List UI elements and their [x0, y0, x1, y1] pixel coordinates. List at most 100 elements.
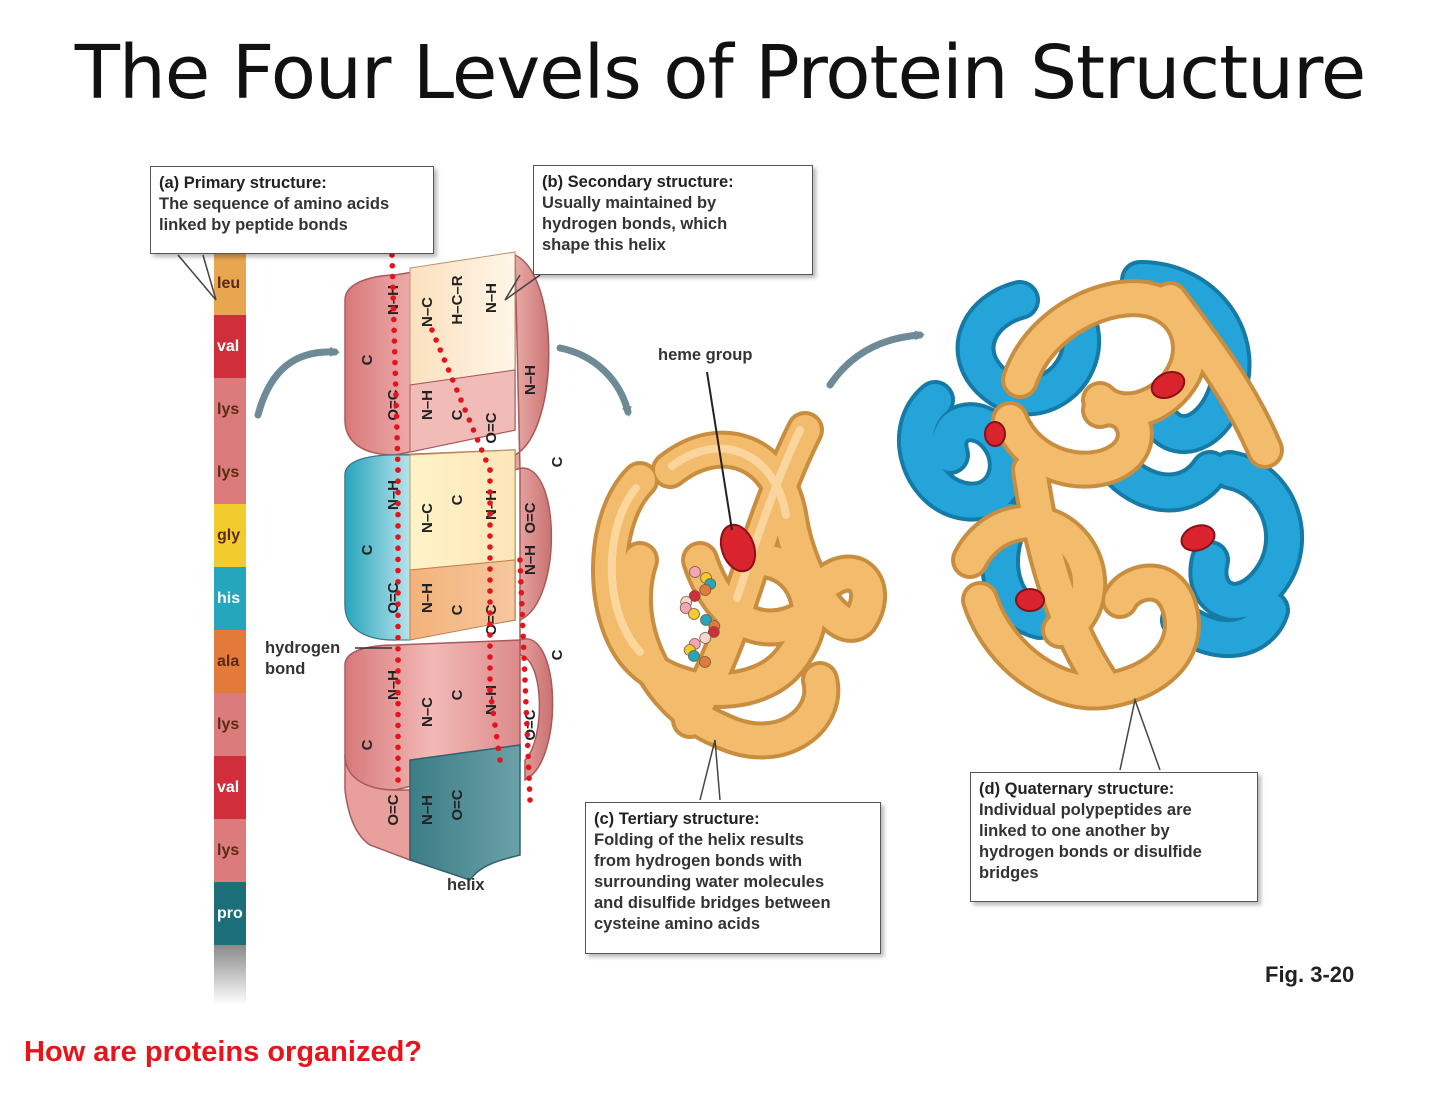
secondary-heading: (b) Secondary structure: [542, 173, 734, 191]
hydrogen-bond-dot [519, 611, 526, 618]
hydrogen-bond-dot [487, 500, 493, 506]
secondary-structure-callout: (b) Secondary structure: Usually maintai… [533, 165, 813, 275]
hydrogen-bond-dot [394, 445, 401, 452]
hydrogen-bond-label: hydrogen bond [265, 639, 341, 678]
helix-atom: C [549, 456, 566, 467]
hydrogen-bond-dot [395, 567, 401, 574]
helix-bead [688, 590, 701, 602]
hydrogen-bond-dot [433, 337, 439, 343]
amino-acid-label: pro [217, 905, 243, 922]
hydrogen-bond-dot [524, 731, 531, 738]
hydrogen-bond-dot [394, 424, 400, 430]
helix-bead [688, 608, 700, 620]
hydrogen-bond-dot [395, 733, 401, 740]
hydrogen-bond-dot [487, 478, 493, 484]
hydrogen-bond-dot [392, 370, 399, 377]
helix-atom: N–H [385, 670, 402, 700]
hydrogen-bond-dot [437, 347, 444, 353]
hydrogen-bond-dot [487, 632, 493, 638]
hydrogen-bond-dot [487, 555, 493, 561]
hydrogen-bond-dot [395, 489, 401, 496]
helix-bead [699, 656, 711, 668]
hydrogen-bond-dot [390, 305, 397, 312]
helix-atom: N–C [419, 697, 436, 727]
amino-acid-label: his [217, 590, 240, 607]
amino-acid-val [214, 315, 246, 378]
helix-atom: C [449, 604, 466, 615]
hydrogen-bond-dot [449, 377, 456, 383]
hydrogen-bond-dot [390, 284, 396, 291]
helix-bead [699, 632, 712, 644]
hydrogen-bond-dot [487, 544, 493, 550]
helix-atom: C [449, 494, 466, 505]
hydrogen-bond-dot [522, 688, 529, 694]
figure-label: Fig. 3-20 [1265, 962, 1355, 987]
helix-atom: N–H [483, 283, 500, 313]
heme-group-quaternary-3 [1180, 524, 1216, 552]
tertiary-protein [591, 411, 887, 760]
hydrogen-bond-dot [487, 577, 493, 583]
hydrogen-bond-dot [525, 764, 532, 771]
helix-bead [699, 584, 712, 596]
arrow-secondary-to-tertiary [556, 344, 632, 417]
hydrogen-bond-dot [395, 755, 401, 761]
heme-group-quaternary-4 [1015, 588, 1045, 612]
amino-acid-label: gly [217, 527, 240, 544]
hydrogen-bond-dot [487, 467, 493, 473]
hydrogen-bond-dot [391, 327, 397, 334]
helix-atom: O=C [385, 582, 402, 613]
helix-atom: N–H [419, 583, 436, 613]
hydrogen-bond-dot [525, 753, 531, 760]
hydrogen-bond-dot [395, 511, 401, 518]
hydrogen-bond-dot [524, 742, 531, 749]
hydrogen-bond-dot [395, 777, 401, 783]
hydrogen-bond-dot [526, 775, 532, 781]
helix-atom: O=C [522, 502, 539, 533]
quaternary-callout-pointer [1119, 697, 1161, 771]
tertiary-callout-pointer [699, 739, 721, 801]
hydrogen-bond-dot [523, 699, 529, 705]
hydrogen-bond-dot [395, 500, 401, 507]
helix-atom: C [449, 689, 466, 700]
hydrogen-bond-dot [520, 644, 527, 651]
helix-atom: O=C [483, 604, 500, 635]
helix-atom: C [549, 649, 566, 660]
hydrogen-bond-dot [395, 722, 401, 729]
hydrogen-bond-dot [454, 387, 460, 393]
amino-acid-leu [214, 252, 246, 315]
hydrogen-bond-dot [519, 622, 526, 629]
tertiary-body: Folding of the helix results from hydrog… [594, 831, 831, 933]
hydrogen-bond-dots [389, 252, 533, 803]
embedded-helix-beads [679, 566, 721, 668]
amino-acid-ala [214, 630, 246, 693]
hydrogen-bond-dot [395, 646, 401, 652]
hydrogen-bond-dot [395, 700, 401, 707]
hydrogen-bond-dot [395, 578, 401, 585]
hydrogen-bond-dot [478, 447, 485, 453]
hydrogen-bond-dot [395, 590, 401, 596]
arrow-tertiary-to-quaternary [826, 330, 925, 389]
heme-group-tertiary [719, 523, 757, 573]
amino-acid-label: ala [217, 653, 239, 670]
hydrogen-bond-dot [395, 657, 401, 663]
hydrogen-bond-dot [523, 709, 530, 716]
alpha-helix [344, 251, 554, 881]
hydrogen-bond-dot [395, 744, 401, 751]
primary-heading: (a) Primary structure: [159, 174, 327, 192]
hydrogen-bond-dot [470, 427, 477, 433]
amino-acid-label: val [217, 338, 239, 355]
arrow-primary-to-secondary [254, 346, 340, 419]
hydrogen-bond-dot [395, 478, 401, 484]
heme-group-quaternary-2 [984, 421, 1006, 447]
hydrogen-bond-dot [395, 711, 401, 718]
hydrogen-bond-dot [393, 402, 400, 409]
hydrogen-bond-dot [389, 262, 396, 269]
hydrogen-bond-dot [487, 610, 493, 616]
heme-group-label: heme group [658, 346, 753, 364]
hydrogen-bond-dot [395, 545, 401, 552]
hydrogen-bond-dot [487, 654, 493, 660]
hydrogen-bond-dot [389, 273, 396, 280]
hydrogen-bond-dot [395, 556, 401, 563]
helix-atom-labels: CCCN–HO=CN–HO=CN–HO=CN–CN–HN–CN–HN–CN–HH… [359, 275, 566, 825]
